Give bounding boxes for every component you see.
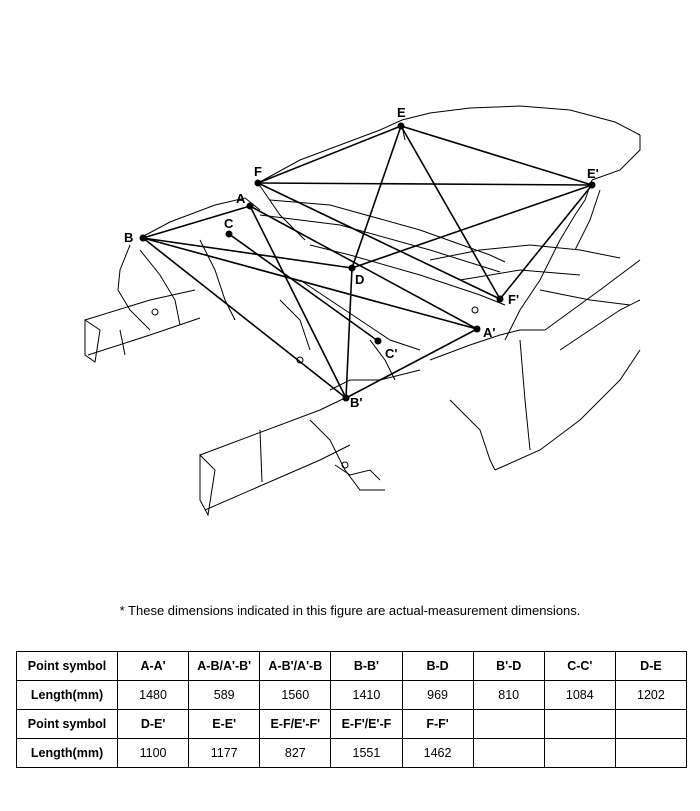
table-row: Length(mm) 1100 1177 827 1551 1462 [16, 738, 688, 768]
table-cell: 1100 [116, 738, 190, 768]
point-B [139, 234, 147, 242]
line-D-E-prime [351, 184, 593, 269]
table-row: Point symbol D-E' E-E' E-F/E'-F' E-F'/E'… [16, 709, 688, 739]
table-cell: 810 [472, 680, 545, 710]
table-cell: 1084 [543, 680, 616, 710]
line-A-B-prime [249, 205, 347, 399]
line-B-B-prime [142, 237, 347, 399]
point-C [225, 230, 233, 238]
label-C: C [224, 216, 234, 231]
table-cell: 1462 [401, 738, 474, 768]
line-B-D [142, 237, 353, 269]
table-cell [543, 709, 616, 739]
table-cell: B'-D [472, 651, 545, 681]
table-cell: 1560 [259, 680, 332, 710]
table-cell: 1551 [330, 738, 403, 768]
line-A-prime-B [142, 237, 478, 330]
line-A-A-prime [249, 205, 478, 330]
line-E-prime-F-prime [499, 184, 593, 300]
label-F: F [254, 164, 262, 179]
row-header: Point symbol [16, 651, 118, 681]
point-F [254, 179, 262, 187]
line-E-E-prime [400, 125, 593, 186]
point-C-prime [374, 337, 382, 345]
table-cell: D-E [614, 651, 688, 681]
table-cell [472, 709, 545, 739]
table-cell: D-E' [116, 709, 190, 739]
point-E-prime [588, 181, 596, 189]
table-cell: E-F'/E'-F [330, 709, 403, 739]
line-E-F-prime [400, 125, 501, 300]
table-cell: 1177 [188, 738, 261, 768]
point-F-prime [496, 295, 504, 303]
point-labels: A A' B B' C C' D E E' F F' [124, 105, 599, 410]
row-header: Point symbol [16, 709, 118, 739]
label-F-prime: F' [508, 292, 519, 307]
table-cell: B-D [401, 651, 474, 681]
vehicle-body-drawing [84, 105, 641, 517]
label-B: B [124, 230, 133, 245]
row-header: Length(mm) [16, 680, 118, 710]
label-D: D [355, 272, 364, 287]
table-cell: 589 [188, 680, 261, 710]
table-cell: A-A' [116, 651, 190, 681]
table-row: Length(mm) 1480 589 1560 1410 969 810 10… [16, 680, 688, 710]
table-cell: 827 [259, 738, 332, 768]
table-cell: E-F/E'-F' [259, 709, 332, 739]
point-E [397, 122, 405, 130]
dimensions-table: Point symbol A-A' A-B/A'-B' A-B'/A'-B B-… [16, 651, 688, 768]
point-A-prime [473, 325, 481, 333]
measurement-note: * These dimensions indicated in this fig… [119, 603, 581, 618]
line-E-F [257, 125, 402, 184]
table-cell: A-B'/A'-B [259, 651, 332, 681]
table-cell [543, 738, 616, 768]
row-header: Length(mm) [16, 738, 118, 768]
label-A: A [236, 191, 246, 206]
measurement-lines [142, 125, 593, 399]
table-cell: A-B/A'-B' [188, 651, 261, 681]
measurement-points [139, 122, 596, 402]
table-cell: 969 [401, 680, 474, 710]
body-dimension-figure: A A' B B' C C' D E E' F F' [84, 105, 641, 517]
table-cell: 1202 [614, 680, 688, 710]
line-C-C-prime [228, 233, 379, 342]
table-cell: B-B' [330, 651, 403, 681]
line-D-E [351, 125, 402, 269]
line-B-prime-D [345, 267, 353, 399]
label-E: E [397, 105, 406, 120]
table-row: Point symbol A-A' A-B/A'-B' A-B'/A'-B B-… [16, 651, 688, 681]
table-cell [614, 738, 688, 768]
point-D [348, 264, 356, 272]
label-B-prime: B' [350, 395, 362, 410]
table-cell [614, 709, 688, 739]
line-F-F-prime [257, 182, 501, 300]
label-C-prime: C' [385, 346, 397, 361]
line-E-prime-F [257, 182, 593, 186]
table-cell: E-E' [188, 709, 261, 739]
line-A-B [142, 205, 251, 239]
label-A-prime: A' [483, 325, 495, 340]
table-cell [472, 738, 545, 768]
table-cell: 1480 [116, 680, 190, 710]
table-cell: F-F' [401, 709, 474, 739]
point-A [246, 202, 254, 210]
point-B-prime [342, 394, 350, 402]
line-A-prime-B-prime [345, 328, 478, 399]
table-cell: C-C' [543, 651, 616, 681]
label-E-prime: E' [587, 166, 599, 181]
table-cell: 1410 [330, 680, 403, 710]
